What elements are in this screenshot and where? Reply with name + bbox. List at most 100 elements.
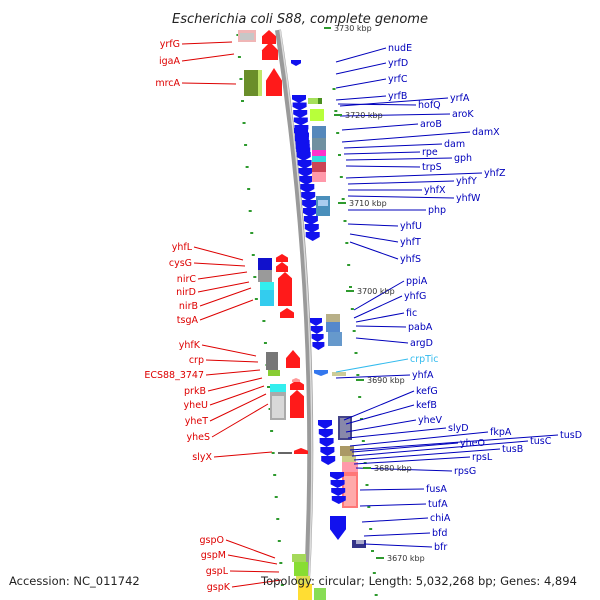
gene-label-aroK: aroK [452,109,474,120]
gene-label-yhfG: yhfG [404,291,426,302]
gene-box [356,540,364,544]
tick-dot [332,88,336,90]
gene-label-argD: argD [410,338,433,349]
leader-rpsL [353,456,471,465]
tick-dot [271,452,275,454]
leader-tusB [353,448,501,461]
leader-nirB [199,287,252,307]
gene-arrow [299,176,314,185]
tick-dot [280,584,284,586]
gene-label-tsgA: tsgA [177,315,199,326]
leader-yheT [209,393,267,422]
leader-yheS [211,403,269,438]
gene-label-yhfY: yhfY [456,176,477,187]
tick-dot [267,386,271,388]
gene-arrow [294,448,308,454]
gene-arrow [312,342,325,350]
gene-label-yhfL: yhfL [172,242,193,253]
gene-label-tusC: tusC [530,436,552,447]
gene-label-nirD: nirD [176,287,196,298]
gene-box [340,418,350,438]
gene-label-crpTic: crpTic [410,354,439,365]
gene-label-tusD: tusD [560,430,582,441]
gene-label-php: php [428,205,446,216]
gene-box [314,588,326,600]
gene-label-nirB: nirB [179,301,198,312]
gene-label-igaA: igaA [159,56,180,67]
tick-dot [274,496,278,498]
gene-arrow [303,216,318,225]
genome-stats-text: Topology: circular; Length: 5,032,268 bp… [261,574,577,588]
gene-label-chiA: chiA [430,513,451,524]
tick-dot [276,518,280,520]
label-leaders [181,41,559,588]
gene-box [318,98,322,104]
gene-box [310,109,324,121]
tick-dot [244,144,248,146]
leader-yrfA [339,97,449,107]
tick-dot [254,298,258,300]
gene-label-tusB: tusB [502,444,523,455]
leader-yhfY [347,180,455,185]
gene-arrow [320,447,335,456]
tick-dot [247,188,251,190]
tick-dot [350,308,354,310]
gene-box [340,446,354,456]
tick-dot [262,320,266,322]
leader-slyX [213,451,273,458]
gene-arrow [310,318,322,326]
gene-arrow [330,480,345,488]
gene-box [332,372,346,376]
tick-dot [237,56,241,58]
gene-box [308,98,318,104]
gene-arrow [290,380,304,390]
leader-pabA [355,325,407,328]
gene-arrow [298,168,313,177]
gene-label-hofQ: hofQ [418,100,441,111]
gene-label-kefB: kefB [416,400,437,411]
leader-kefG [343,390,415,421]
leader-mrcA [181,82,237,85]
tick-dot [250,232,254,234]
leader-slyD [347,427,447,439]
tick-dot [354,352,358,354]
gene-arrow [314,370,328,376]
gene-label-slyX: slyX [192,452,212,463]
gene-label-nudE: nudE [388,43,412,54]
leader-aroK [339,113,451,117]
gene-label-crp: crp [189,355,204,366]
scale-tick-label: 3700 kbp [357,287,395,296]
tick-dot [242,122,246,124]
leader-prkB [207,377,263,392]
gene-label-bfd: bfd [432,528,447,539]
tick-dot [369,528,373,530]
leader-yhfW [347,195,455,199]
gene-arrow [319,438,334,447]
gene-box [312,172,326,182]
gene-arrow [262,42,278,60]
gene-label-yrfG: yrfG [160,39,180,50]
tick-dot [270,430,274,432]
leader-fic [355,312,405,323]
leader-tusD [349,434,559,451]
gene-box [244,70,260,96]
gene-label-yrfB: yrfB [388,91,407,102]
leader-gspM [227,554,278,565]
leader-bfd [363,532,431,537]
leader-gspK [231,579,282,588]
tick-dot [263,342,267,344]
leader-hofQ [337,103,417,106]
leader-yhfK [201,344,257,357]
gene-arrow [278,272,292,286]
leader-yhfT [349,233,399,243]
leader-yrfB [335,95,387,101]
gene-box [296,576,310,584]
gene-label-yrfA: yrfA [450,93,470,104]
gene-box [258,258,272,270]
gene-arrow [304,224,319,233]
tick-dot [374,594,378,596]
leader-yheU [209,385,265,406]
gene-features [238,30,366,600]
